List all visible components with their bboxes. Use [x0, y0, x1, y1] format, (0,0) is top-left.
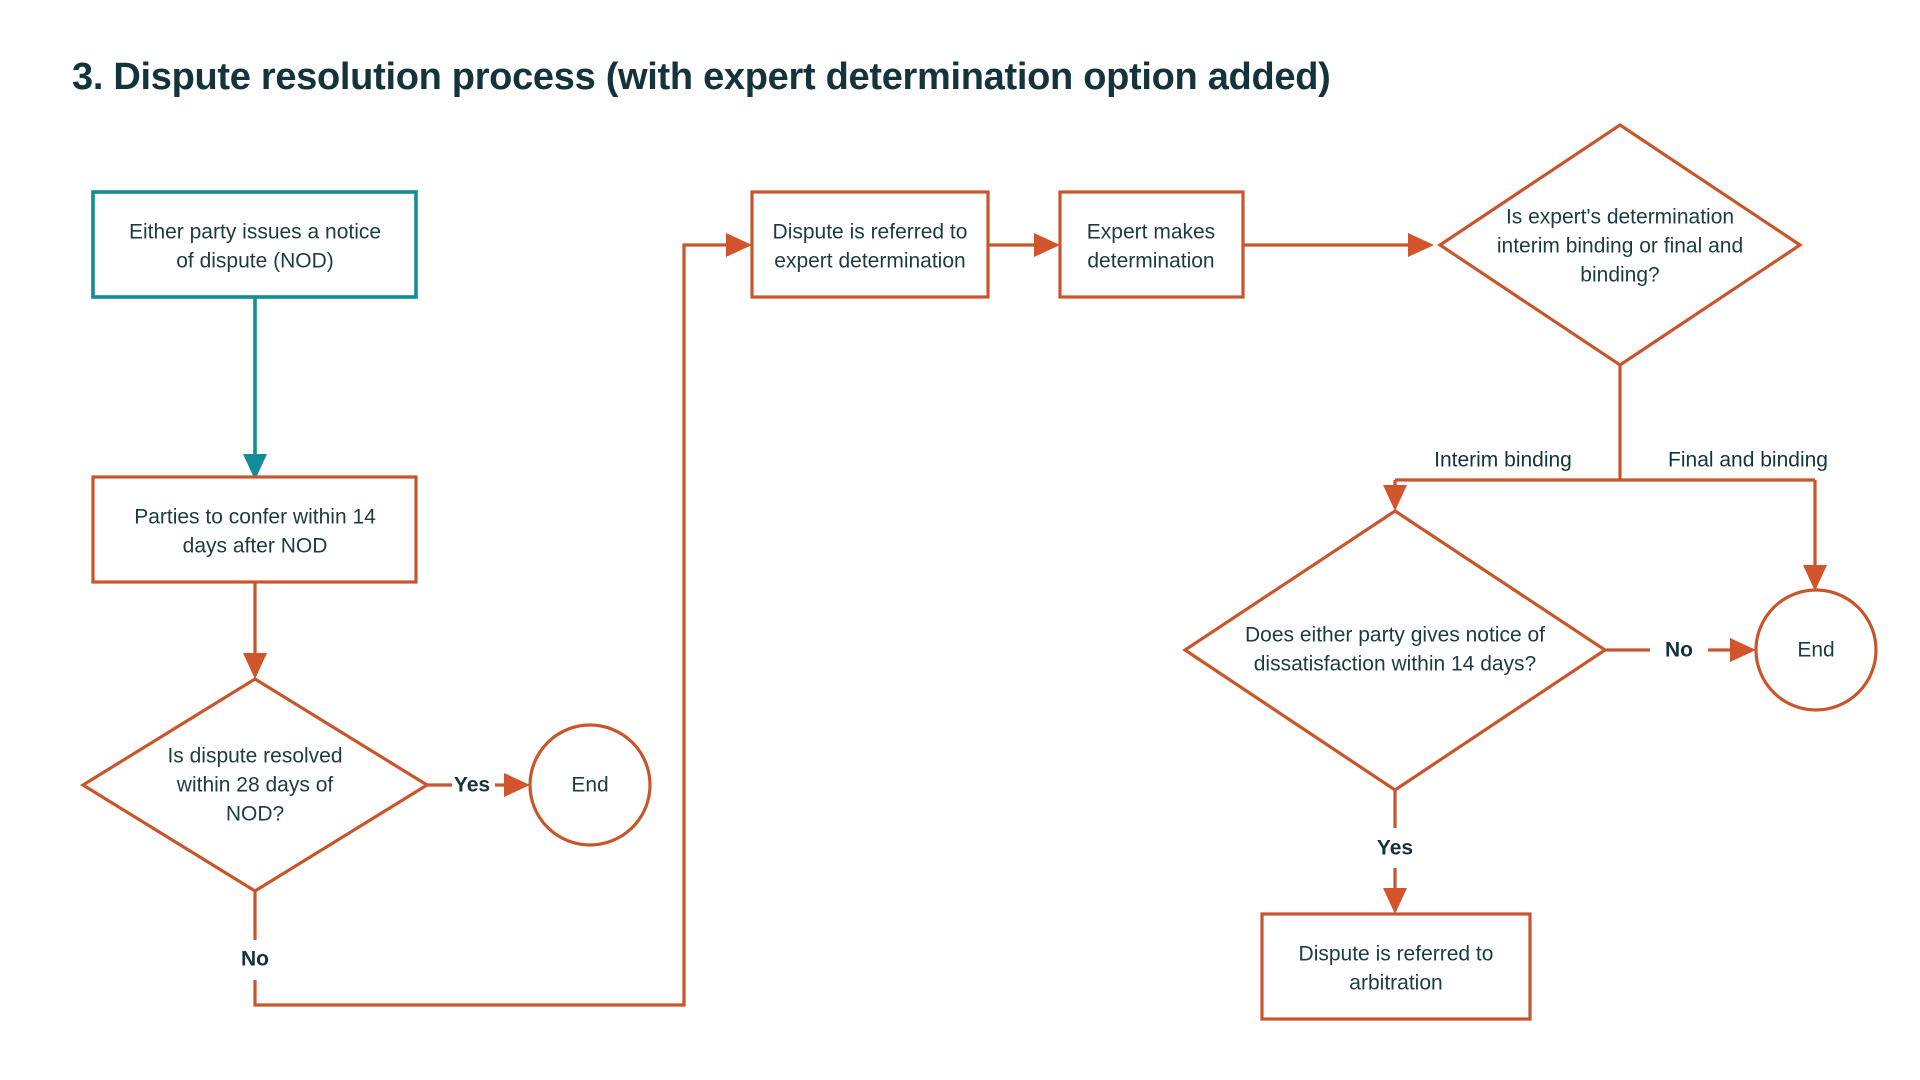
node-arbitration-line-1: Dispute is referred to	[1299, 943, 1494, 966]
node-is-dispute-resolved-line-2: within 28 days of	[176, 774, 334, 797]
node-end-left[interactable]: End	[528, 723, 652, 847]
edge-label-final-and-binding: Final and binding	[1668, 449, 1828, 472]
node-referred-expert-line-2: expert determination	[774, 250, 965, 273]
page-title: 3. Dispute resolution process (with expe…	[72, 56, 1331, 98]
node-is-dispute-resolved-line-3: NOD?	[226, 803, 284, 826]
node-referred-arbitration[interactable]: Dispute is referred to arbitration	[1260, 912, 1532, 1021]
node-end-left-label: End	[571, 774, 608, 797]
node-notice-of-dispute[interactable]: Either party issues a notice of dispute …	[91, 190, 418, 299]
edge-label-resolved-yes: Yes	[454, 774, 490, 797]
node-notice-of-dissatisfaction[interactable]: Does either party gives notice of dissat…	[1182, 509, 1608, 792]
edge-resolved-yes	[427, 773, 530, 797]
node-end-right[interactable]: End	[1754, 588, 1878, 712]
node-interim-or-final-line-2: interim binding or final and	[1497, 235, 1743, 258]
node-expert-determines-line-1: Expert makes	[1087, 221, 1215, 244]
edge-label-resolved-no: No	[241, 948, 269, 971]
node-parties-confer-line-2: days after NOD	[183, 535, 328, 558]
node-dissatisfaction-line-2: dissatisfaction within 14 days?	[1254, 653, 1537, 676]
edge-decision-split	[1383, 365, 1827, 591]
edge-resolved-no	[253, 233, 752, 1007]
node-interim-or-final-line-1: Is expert's determination	[1506, 206, 1734, 229]
node-notice-of-dispute-line-2: of dispute (NOD)	[176, 250, 334, 273]
node-parties-confer-line-1: Parties to confer within 14	[134, 506, 376, 529]
node-arbitration-line-2: arbitration	[1349, 972, 1442, 995]
node-interim-or-final-binding[interactable]: Is expert's determination interim bindin…	[1437, 123, 1803, 367]
edge-label-dissatisfaction-no: No	[1665, 639, 1693, 662]
edge-confer-to-resolved	[243, 582, 267, 679]
edge-label-interim-binding: Interim binding	[1434, 449, 1572, 472]
edge-expert-to-decision	[1243, 233, 1434, 257]
node-expert-determines-line-2: determination	[1087, 250, 1214, 273]
edge-dissatisfaction-no	[1605, 638, 1756, 662]
edge-label-dissatisfaction-yes: Yes	[1377, 837, 1413, 860]
node-is-dispute-resolved[interactable]: Is dispute resolved within 28 days of NO…	[79, 677, 431, 893]
node-interim-or-final-line-3: binding?	[1580, 264, 1659, 287]
node-is-dispute-resolved-line-1: Is dispute resolved	[167, 745, 342, 768]
edge-referred-to-expert	[988, 233, 1060, 257]
node-end-right-label: End	[1797, 639, 1834, 662]
node-referred-expert-determination[interactable]: Dispute is referred to expert determinat…	[750, 190, 990, 299]
edge-dissatisfaction-yes	[1383, 790, 1407, 914]
node-expert-makes-determination[interactable]: Expert makes determination	[1058, 190, 1245, 299]
node-dissatisfaction-line-1: Does either party gives notice of	[1245, 624, 1545, 647]
edge-nod-to-confer	[243, 297, 267, 480]
node-referred-expert-line-1: Dispute is referred to	[773, 221, 968, 244]
node-notice-of-dispute-line-1: Either party issues a notice	[129, 221, 381, 244]
node-parties-confer[interactable]: Parties to confer within 14 days after N…	[91, 475, 418, 584]
